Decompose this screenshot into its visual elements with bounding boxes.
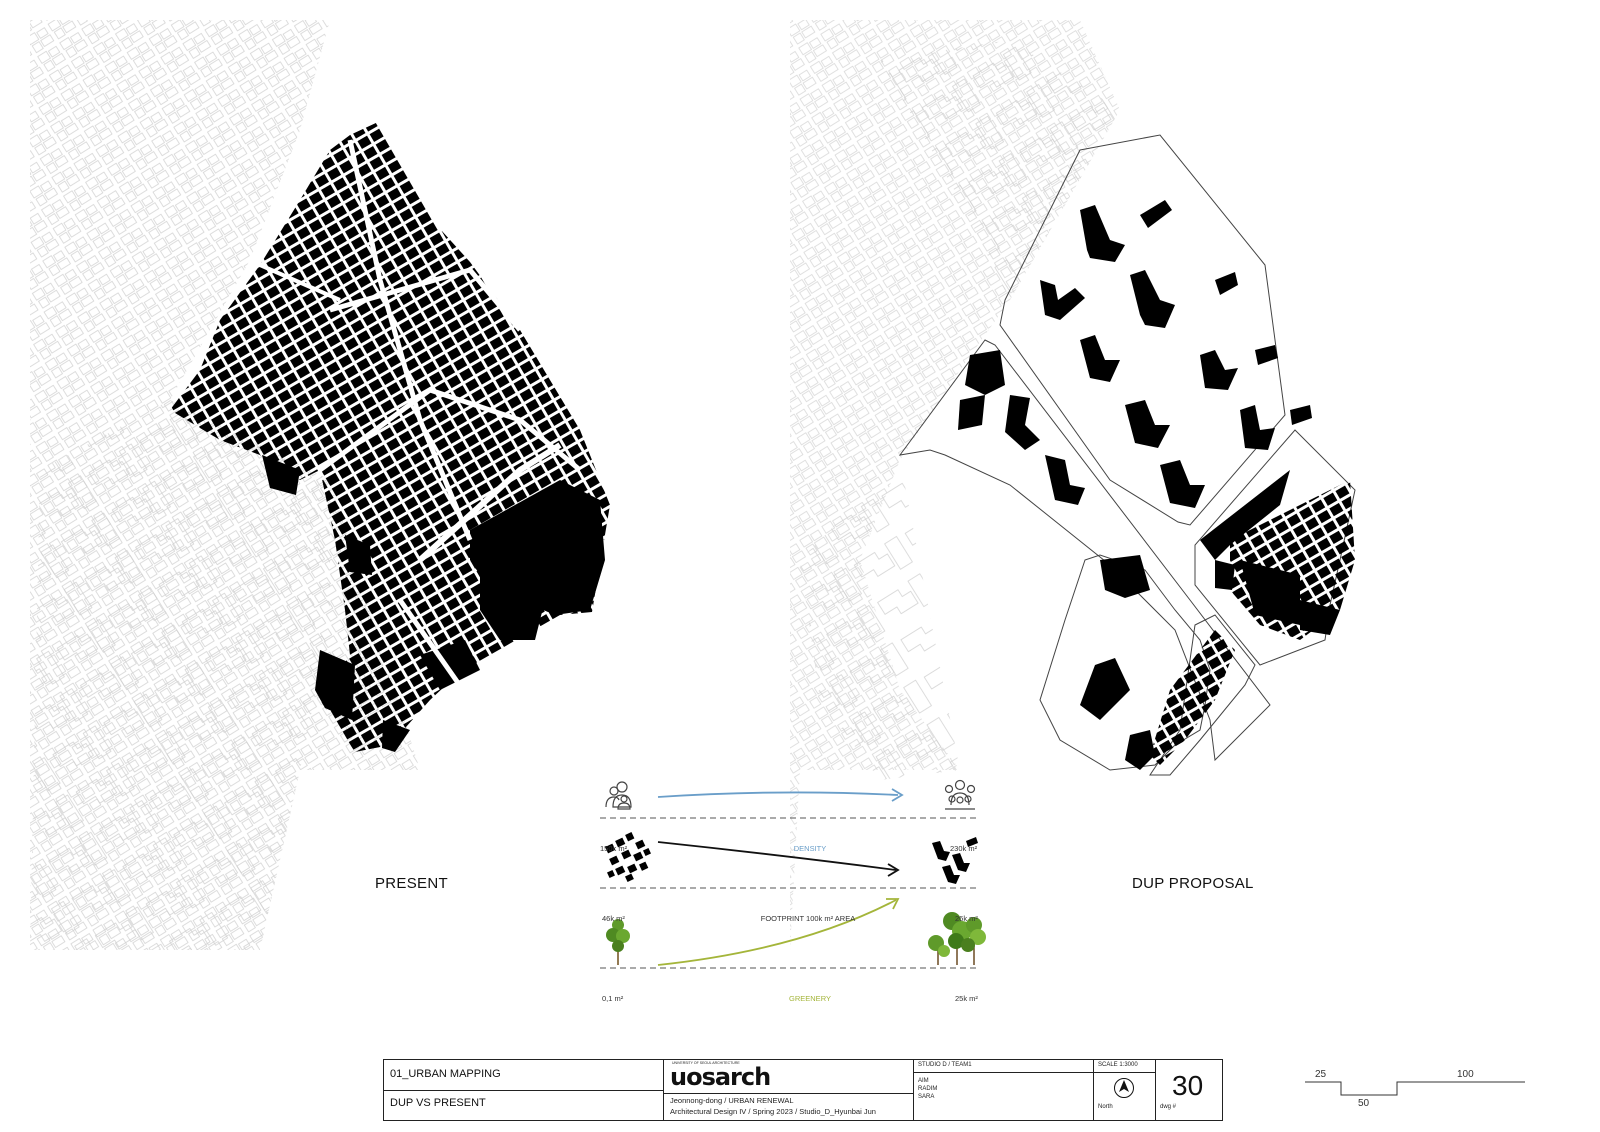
density-from-people-icon [605, 781, 632, 810]
graphic-scale-bar [1305, 1081, 1525, 1096]
north-arrow-icon [1114, 1078, 1134, 1098]
present-caption: PRESENT [375, 875, 448, 892]
scale-label-50: 50 [1358, 1098, 1370, 1109]
density-label: DENSITY [793, 844, 827, 853]
sheet-section: 01_URBAN MAPPING [390, 1068, 501, 1080]
footprint-to-blocks-icon [932, 837, 978, 884]
footprint-from-value: 46k m² [602, 914, 625, 923]
sheet-title: DUP VS PRESENT [390, 1097, 486, 1109]
greenery-label: GREENERY [789, 994, 831, 1003]
title-block: 01_URBAN MAPPING DUP VS PRESENT UNIVERSI… [383, 1059, 1223, 1121]
footprint-label: FOOTPRINT 100k m² AREA [760, 914, 856, 923]
scale-text: SCALE 1:3000 [1098, 1062, 1138, 1068]
density-from-value: 150k m² [600, 844, 628, 853]
title-block-logo: UNIVERSITY OF SEOUL ARCHITECTURE uosarch… [664, 1060, 914, 1120]
greenery-from-tree-icon [606, 919, 630, 965]
scale-label-25: 25 [1315, 1069, 1327, 1080]
north-label: North [1098, 1104, 1113, 1110]
logo-subtext: UNIVERSITY OF SEOUL ARCHITECTURE [672, 1061, 740, 1065]
greenery-arrow-head [886, 898, 900, 910]
present-buildings [170, 122, 610, 752]
footprint-arrow [657, 841, 897, 871]
proposal-context [790, 20, 1120, 950]
project-line: Jeonnong-dong / URBAN RENEWAL [670, 1096, 794, 1105]
density-arrow [657, 791, 899, 798]
footprint-arrow-head [887, 863, 900, 877]
drawing-number: 30 [1172, 1070, 1204, 1101]
studio-team: STUDIO D / TEAM1 [918, 1062, 972, 1068]
title-block-dwg-number: 30 dwg # [1156, 1060, 1222, 1120]
density-arrow-head [891, 788, 904, 802]
comparison-infographic [600, 779, 986, 969]
uosarch-logo: uosarch [670, 1063, 771, 1091]
proposal-caption: DUP PROPOSAL [1132, 875, 1254, 892]
greenery-from-value: 0,1 m² [602, 994, 624, 1003]
title-block-scale: SCALE 1:3000 North [1094, 1060, 1156, 1120]
scale-label-100: 100 [1457, 1069, 1474, 1080]
title-block-team: STUDIO D / TEAM1 AIM RADIM SARA [914, 1060, 1094, 1120]
drawing-number-label: dwg # [1160, 1104, 1177, 1110]
greenery-to-value: 25k m² [955, 994, 978, 1003]
density-to-value: 230k m² [950, 844, 978, 853]
greenery-to-trees-icon [928, 912, 986, 965]
footprint-to-value: 26k m² [955, 914, 978, 923]
greenery-arrow [657, 899, 897, 966]
present-context [30, 20, 420, 950]
footprint-from-blocks-icon [605, 832, 651, 882]
title-block-sheet-info: 01_URBAN MAPPING DUP VS PRESENT [384, 1060, 664, 1120]
member-3: SARA [918, 1094, 935, 1100]
density-to-people-icon [944, 779, 976, 810]
member-1: AIM [918, 1078, 929, 1084]
member-2: RADIM [918, 1086, 938, 1092]
proposal-buildings [958, 200, 1355, 770]
course-line: Architectural Design IV / Spring 2023 / … [670, 1107, 876, 1116]
